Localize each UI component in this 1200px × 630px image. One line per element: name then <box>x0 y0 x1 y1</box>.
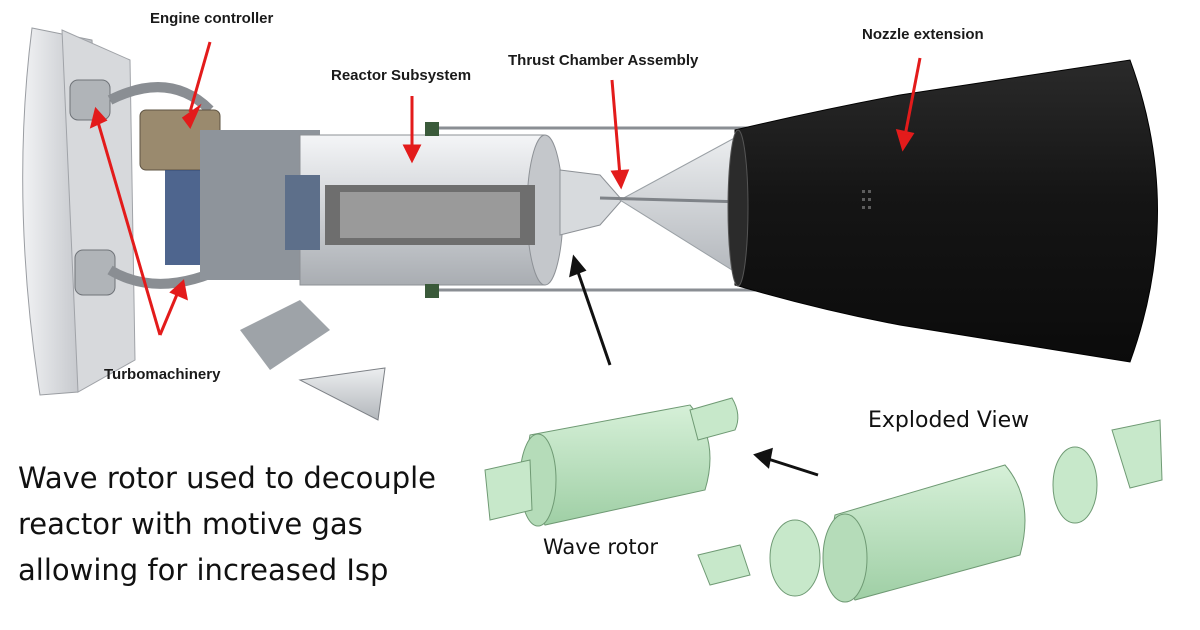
label-thrust-chamber-assembly: Thrust Chamber Assembly <box>508 52 699 69</box>
assembled-wave-rotor <box>484 397 739 527</box>
caption-line-3: allowing for increased Isp <box>18 553 389 587</box>
label-nozzle-extension: Nozzle extension <box>862 26 984 43</box>
wave-rotor-artwork <box>484 397 1163 603</box>
small-bell <box>298 367 386 421</box>
caption-line-1: Wave rotor used to decouple <box>18 461 437 495</box>
wave-rotor-inset <box>460 380 1200 630</box>
black-arrow-throat <box>569 254 612 366</box>
callout-arrows <box>89 41 922 336</box>
label-engine-controller: Engine controller <box>150 10 274 27</box>
nozzle-extension <box>734 59 1158 363</box>
caption-line-2: reactor with motive gas <box>18 507 363 541</box>
label-turbomachinery: Turbomachinery <box>104 366 221 383</box>
exploded-parts <box>697 419 1163 603</box>
label-wave-rotor: Wave rotor <box>543 535 659 559</box>
caption: Wave rotor used to decouple reactor with… <box>18 455 488 593</box>
reactor-body <box>285 134 564 286</box>
black-arrow-exploded <box>753 447 819 477</box>
label-exploded-view: Exploded View <box>868 408 1030 433</box>
thrust-chamber <box>559 169 623 236</box>
label-reactor-subsystem: Reactor Subsystem <box>331 67 472 84</box>
